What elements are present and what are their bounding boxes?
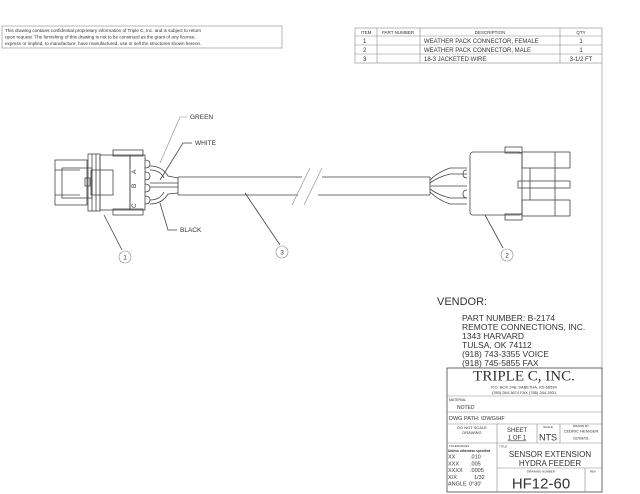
bom-item: 2 xyxy=(363,48,367,54)
vendor-heading: VENDOR: xyxy=(437,296,487,308)
notice-line: upon request. The furnishing of this dra… xyxy=(5,35,196,40)
tolerances-note: Unless otherwise specified xyxy=(448,449,490,453)
company-name: TRIPLE C, INC. xyxy=(473,369,575,385)
vendor-line: TULSA, OK 74112 xyxy=(462,340,532,350)
tol-key: XXX xyxy=(448,461,459,467)
bom-qty: 3-1/2 FT xyxy=(570,57,593,63)
pin-label-c: C xyxy=(131,203,138,208)
tol-key: XX xyxy=(448,455,456,461)
jacketed-cable xyxy=(177,167,431,206)
bom-desc: WEATHER PACK CONNECTOR, MALE xyxy=(424,48,531,54)
bom-header-desc: DESCRIPTION xyxy=(475,30,506,35)
vendor-line: (918) 745-5855 FAX xyxy=(462,358,539,368)
pin-label-a: A xyxy=(131,169,138,174)
wire-breakout-right xyxy=(429,167,468,205)
item-callouts: 1 3 2 xyxy=(103,192,514,264)
title-block: TRIPLE C, INC. P.O. BOX 248, SABETHA, KS… xyxy=(446,367,603,493)
break-line xyxy=(291,167,311,206)
vendor-line: 1343 HARVARD xyxy=(462,331,524,341)
bom-header-part: PART NUMBER xyxy=(382,30,415,35)
notice-line: This drawing contains confidential propr… xyxy=(5,28,202,33)
bom-desc: WEATHER PACK CONNECTOR, FEMALE xyxy=(424,39,539,45)
bom-qty: 1 xyxy=(579,48,583,54)
drawn-by-label: DRAWN BY xyxy=(573,424,589,428)
sheet-value: 1 OF 1 xyxy=(508,436,527,442)
vendor-line: REMOTE CONNECTIONS, INC. xyxy=(462,322,585,332)
drawing-number: HF12-60 xyxy=(512,476,570,493)
male-connector xyxy=(469,146,571,221)
do-not-scale: DO NOT SCALE xyxy=(457,425,487,430)
tolerances-label: TOLERANCES xyxy=(449,444,469,448)
callout-1: 1 xyxy=(123,255,127,262)
material-label: MATERIAL xyxy=(449,398,466,402)
drawing-subtitle: HYDRA FEEDER xyxy=(519,459,581,468)
tol-key: X/X xyxy=(448,475,457,481)
vendor-info: VENDOR: PART NUMBER: B-2174 REMOTE CONNE… xyxy=(437,296,585,368)
company-address: P.O. BOX 248, SABETHA, KS 66534 xyxy=(491,385,557,390)
vendor-line: (918) 743-3355 VOICE xyxy=(462,349,549,359)
scale-label: SCALE xyxy=(543,425,553,429)
rev-label: REV xyxy=(590,470,596,474)
female-connector: A B C xyxy=(54,149,151,216)
bill-of-materials: ITEM PART NUMBER DESCRIPTION QTY 1 WEATH… xyxy=(354,27,603,370)
drawing-date: 02/09/01 xyxy=(573,436,589,441)
bom-item: 1 xyxy=(363,39,367,45)
pin-label-b: B xyxy=(131,184,138,188)
material-value: NOTED xyxy=(457,405,475,411)
break-line xyxy=(303,167,323,206)
label-green: GREEN xyxy=(190,114,213,121)
bom-item: 3 xyxy=(363,57,367,63)
bom-qty: 1 xyxy=(579,39,583,45)
tol-value: .005 xyxy=(470,461,481,467)
tol-key: ANGLE xyxy=(448,482,467,488)
tol-value: 1/32 xyxy=(474,475,485,481)
dwg-path: DWG PATH: \DWG\HF xyxy=(449,416,505,422)
tol-value: 0°30' xyxy=(469,482,481,488)
callout-2: 2 xyxy=(505,253,509,260)
bom-desc: 18-3 JACKETED WIRE xyxy=(424,57,486,63)
tolerance-table: XX .010 XXX .005 XXXX .0005 X/X 1/32 ANG… xyxy=(448,455,485,488)
tol-value: .010 xyxy=(470,455,481,461)
label-black: BLACK xyxy=(180,227,202,234)
drawing-title: SENSOR EXTENSION xyxy=(509,450,591,459)
scale-value: NTS xyxy=(539,433,557,443)
drawn-by: CEDRIC HENIGER xyxy=(564,429,599,434)
wire-breakout-left xyxy=(149,165,179,205)
label-white: WHITE xyxy=(195,140,217,147)
callout-3: 3 xyxy=(280,250,284,257)
vendor-line: PART NUMBER: B-2174 xyxy=(462,313,555,323)
sheet-label: SHEET xyxy=(507,428,527,434)
wire-labels: GREEN WHITE BLACK xyxy=(159,114,217,234)
drawing-number-label: DRAWING NUMBER xyxy=(527,470,556,474)
tol-key: XXXX xyxy=(448,468,463,474)
confidential-notice: This drawing contains confidential propr… xyxy=(1,25,283,49)
do-not-scale: DRAWING xyxy=(462,430,481,435)
company-phones: (785) 284-3674 FAX (785) 284-3931 xyxy=(492,390,557,395)
bom-header-item: ITEM xyxy=(361,30,372,35)
title-label: TITLE xyxy=(499,445,507,449)
bom-header-qty: QTY xyxy=(576,30,585,35)
tol-value: .0005 xyxy=(470,468,484,474)
notice-line: express or implied, to manufacture, have… xyxy=(5,41,201,46)
